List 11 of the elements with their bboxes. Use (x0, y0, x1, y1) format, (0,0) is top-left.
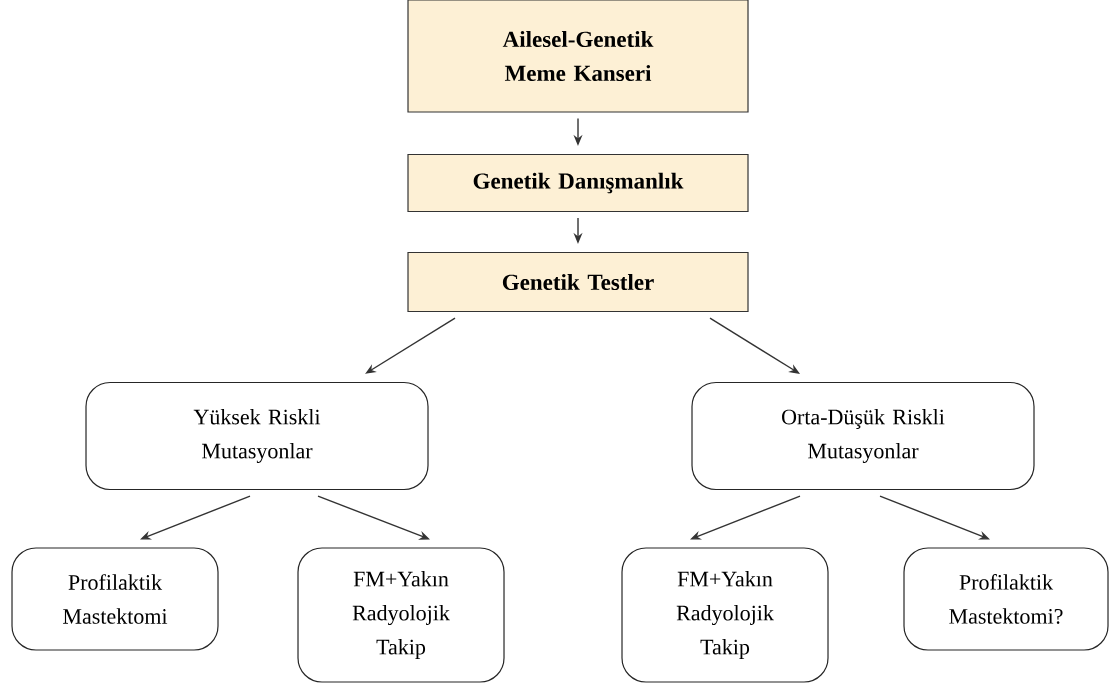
rounded-box: Profilaktik Mastektomi? (903, 547, 1109, 651)
rounded-box: FM+Yakın Radyolojik Takip (297, 547, 505, 683)
rounded-box: Yüksek Riskli Mutasyonlar (85, 381, 429, 491)
rounded-box: Profilaktik Mastektomi (11, 547, 219, 651)
process-box: Ailesel-Genetik Meme Kanseri (407, 0, 749, 113)
process-box: Genetik Danışmanlık (407, 153, 749, 213)
rounded-box: Orta-Düşük Riskli Mutasyonlar (691, 381, 1035, 491)
rounded-box: FM+Yakın Radyolojik Takip (621, 547, 829, 683)
arrow (365, 317, 456, 374)
process-box: Genetik Testler (407, 251, 749, 313)
arrow (709, 317, 800, 374)
